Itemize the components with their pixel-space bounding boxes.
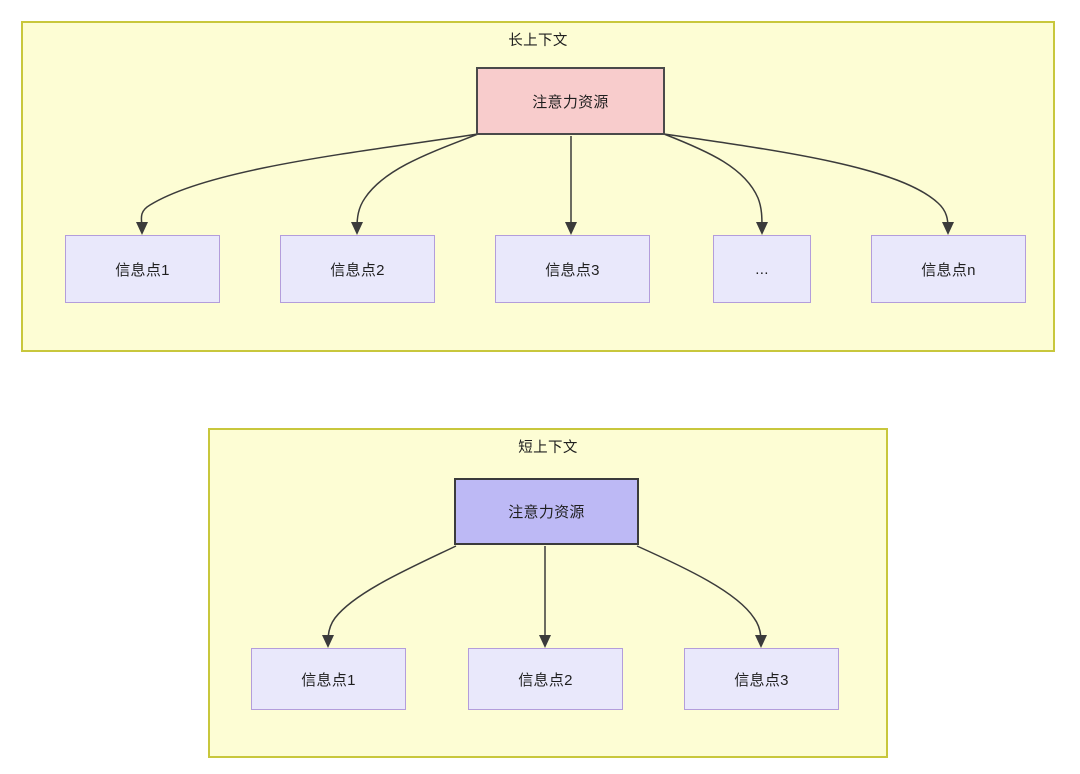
node-info-point-1[interactable]: 信息点1 <box>65 235 220 303</box>
node-info-point-2[interactable]: 信息点2 <box>280 235 435 303</box>
node-info-point-s1[interactable]: 信息点1 <box>251 648 406 710</box>
node-info-point-s2[interactable]: 信息点2 <box>468 648 623 710</box>
group-short-context-title: 短上下文 <box>518 440 578 456</box>
node-info-point-n[interactable]: 信息点n <box>871 235 1026 303</box>
node-info-point-3[interactable]: 信息点3 <box>495 235 650 303</box>
group-long-context-title: 长上下文 <box>508 33 568 49</box>
node-attention-resource-long[interactable]: 注意力资源 <box>476 67 665 135</box>
node-attention-resource-short[interactable]: 注意力资源 <box>454 478 639 545</box>
node-info-point-s3[interactable]: 信息点3 <box>684 648 839 710</box>
node-info-point-ellipsis[interactable]: ... <box>713 235 811 303</box>
